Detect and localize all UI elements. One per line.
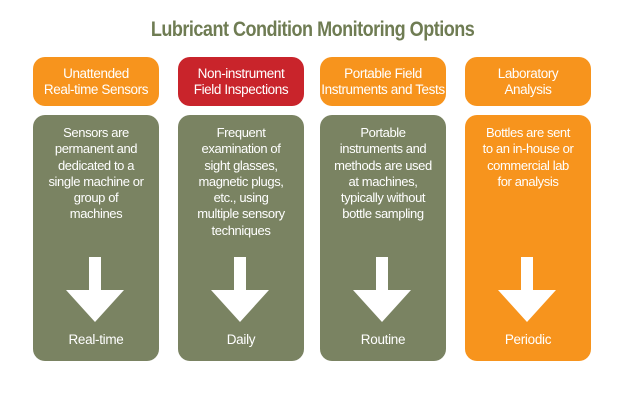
column-portable-instruments: Portable Field Instruments and Tests Por… [320, 57, 446, 361]
column-description: Bottles are sent to an in-house or comme… [482, 125, 574, 189]
frequency-label: Daily [226, 332, 256, 347]
column-header: Laboratory Analysis [465, 57, 591, 106]
column-description: Portable instruments and methods are use… [334, 125, 432, 222]
down-arrow-icon [353, 257, 411, 322]
column-body: Portable instruments and methods are use… [320, 115, 446, 361]
down-arrow-icon [211, 257, 269, 322]
down-arrow-icon [66, 257, 124, 322]
diagram-title: Lubricant Condition Monitoring Options [150, 18, 475, 41]
column-header: Portable Field Instruments and Tests [320, 57, 446, 106]
frequency-label: Real-time [68, 332, 124, 347]
frequency-label: Periodic [504, 332, 552, 347]
column-header: Unattended Real-time Sensors [33, 57, 159, 106]
column-body: Bottles are sent to an in-house or comme… [465, 115, 591, 361]
column-header: Non-instrument Field Inspections [178, 57, 304, 106]
column-description: Sensors are permanent and dedicated to a… [48, 125, 144, 222]
column-unattended-sensors: Unattended Real-time Sensors Sensors are… [33, 57, 159, 361]
down-arrow-icon [498, 257, 556, 322]
column-description: Frequent examination of sight glasses, m… [197, 125, 285, 238]
column-body: Sensors are permanent and dedicated to a… [33, 115, 159, 361]
column-field-inspections: Non-instrument Field Inspections Frequen… [178, 57, 304, 361]
column-body: Frequent examination of sight glasses, m… [178, 115, 304, 361]
frequency-label: Routine [360, 332, 406, 347]
column-laboratory-analysis: Laboratory Analysis Bottles are sent to … [465, 57, 591, 361]
